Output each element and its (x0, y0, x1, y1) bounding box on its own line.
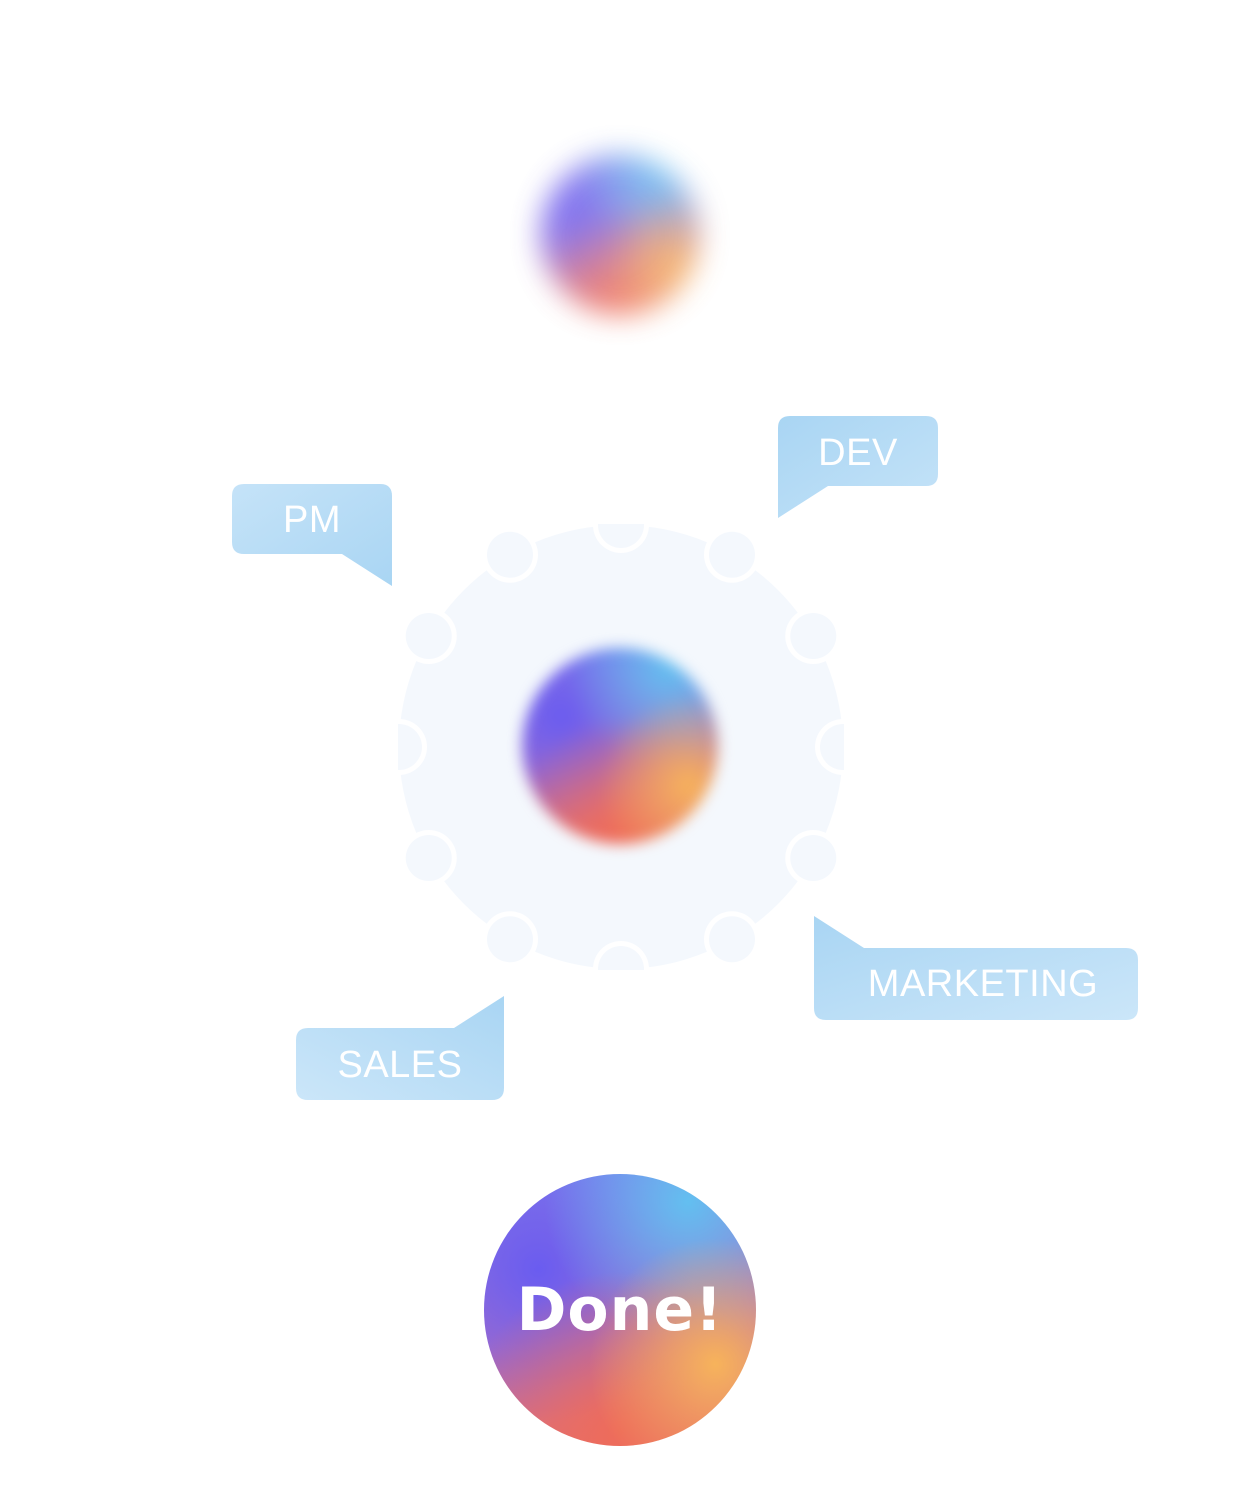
tag-dev-label: DEV (818, 432, 898, 474)
speech-bubble-shape (232, 484, 392, 586)
done-button[interactable]: Done! (484, 1174, 756, 1446)
speech-bubble-shape (296, 996, 504, 1100)
tag-pm: PM (232, 484, 392, 588)
tag-dev: DEV (778, 416, 938, 520)
speech-bubble-shape (778, 416, 938, 518)
tag-sales: SALES (296, 996, 504, 1100)
speech-bubble-shape (814, 916, 1138, 1020)
center-gradient-orb (522, 648, 718, 844)
tag-pm-label: PM (283, 499, 341, 541)
tag-marketing-label: MARKETING (867, 963, 1099, 1005)
tag-marketing: MARKETING (814, 916, 1138, 1020)
done-button-label: Done! (516, 1275, 724, 1345)
tag-sales-label: SALES (337, 1044, 463, 1086)
top-gradient-orb (540, 155, 700, 315)
